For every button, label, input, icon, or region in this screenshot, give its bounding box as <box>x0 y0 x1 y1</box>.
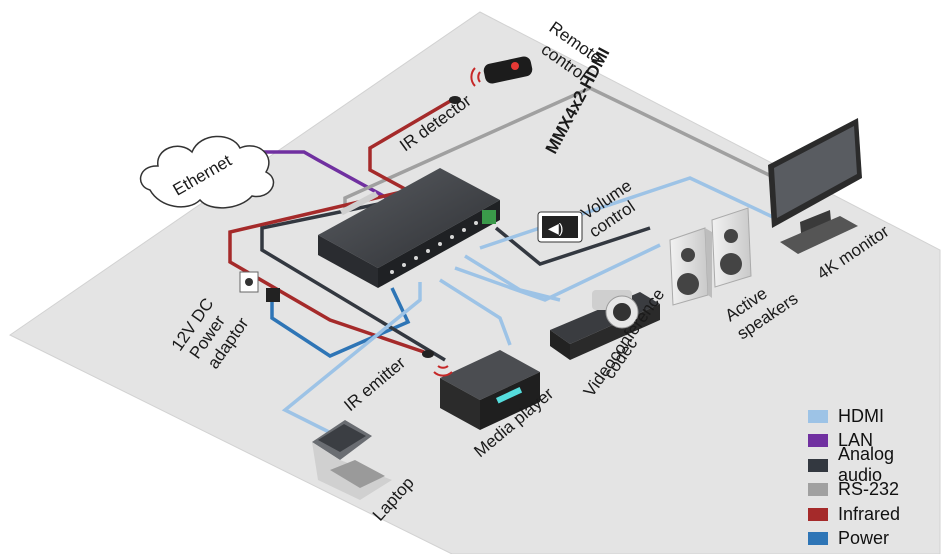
hdmi-cable-speakers <box>454 243 661 302</box>
legend-swatch <box>808 483 828 497</box>
legend-item-lan: LAN <box>808 429 943 454</box>
lan-cable <box>262 150 401 207</box>
rs232-cable <box>343 86 801 208</box>
floor-plane <box>9 11 941 555</box>
legend-item-infrared: Infrared <box>808 502 943 527</box>
legend-label: RS-232 <box>838 479 900 500</box>
legend-label: Infrared <box>838 503 901 524</box>
ir-detector-cable <box>368 98 453 198</box>
hdmi-cable-laptop <box>281 282 422 442</box>
legend-swatch <box>808 458 828 472</box>
legend-item-hdmi: HDMI <box>808 404 943 429</box>
cable-legend: HDMI LAN Analog audio RS-232 Infrared Po… <box>808 404 943 551</box>
legend-label: HDMI <box>838 405 884 426</box>
legend-label: LAN <box>838 430 874 451</box>
legend-label: Power <box>838 528 890 549</box>
audio-cable-media <box>260 198 446 362</box>
legend-swatch <box>808 532 828 546</box>
svg-text:◀): ◀) <box>548 220 563 236</box>
audio-cable-speakers <box>494 226 651 266</box>
active-speakers: Active speakers <box>669 207 801 343</box>
hdmi-cable-media <box>439 278 512 346</box>
legend-label: Analog audio <box>837 444 895 486</box>
legend-item-rs232: RS-232 <box>808 478 943 503</box>
legend-item-power: Power <box>808 527 943 552</box>
ir-emitter-cable <box>228 188 425 354</box>
legend-swatch <box>808 409 828 423</box>
legend-swatch <box>808 507 828 521</box>
power-cable <box>270 287 411 358</box>
ethernet-cloud: Ethernet <box>139 135 275 209</box>
legend-swatch <box>808 434 828 448</box>
legend-item-analog-audio: Analog audio <box>808 444 943 485</box>
